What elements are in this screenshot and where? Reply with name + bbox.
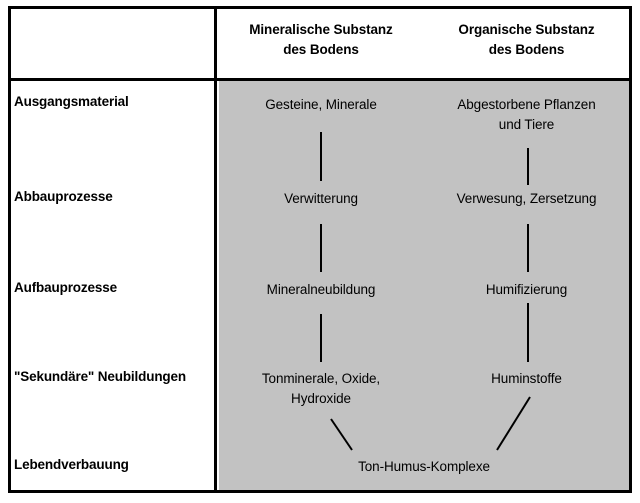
connector-organic-aufbauprozesse-to-sekundaere: [527, 303, 529, 362]
column-header-organic-line2: des Bodens: [488, 41, 565, 57]
cell-organic-ausgangsmaterial: Abgestorbene Pflanzen und Tiere: [424, 95, 629, 136]
column-header-organic-line1: Organische Substanz: [458, 22, 595, 37]
cell-organic-aufbauprozesse: Humifizierung: [485, 282, 568, 297]
cell-mineral-aufbauprozesse: Mineralneubildung: [266, 282, 376, 297]
row-label-ausgangsmaterial: Ausgangsmaterial: [14, 94, 129, 109]
header-separator-rule: [8, 78, 632, 81]
connector-mineral-aufbauprozesse-to-sekundaere: [320, 314, 322, 362]
column-header-organic: Organische Substanz des Bodens: [424, 20, 629, 59]
row-label-abbauprozesse: Abbauprozesse: [14, 189, 113, 204]
cell-mineral-sekundaer-line1: Tonminerale, Oxide,: [261, 371, 381, 386]
column-divider: [214, 6, 217, 493]
connector-mineral-sekundaere-to-lebendverbauung: [330, 418, 353, 451]
column-header-mineral-line2: des Bodens: [283, 41, 359, 57]
cell-organic-ausgangsmaterial-line1: Abgestorbene Pflanzen: [457, 97, 596, 112]
gray-content-panel: [219, 81, 629, 490]
row-label-lebendverbauung: Lebendverbauung: [14, 457, 129, 472]
row-label-sekundaere-neubildungen: "Sekundäre" Neubildungen: [14, 369, 186, 384]
column-header-mineral-line1: Mineralische Substanz: [249, 22, 393, 37]
cell-mineral-ausgangsmaterial: Gesteine, Minerale: [265, 97, 377, 112]
cell-organic-sekundaere-neubildungen: Huminstoffe: [491, 371, 562, 386]
cell-mineral-sekundaere-neubildungen: Tonminerale, Oxide, Hydroxide: [219, 369, 423, 410]
cell-mineral-abbauprozesse: Verwitterung: [284, 191, 358, 206]
cell-organic-abbauprozesse: Verwesung, Zersetzung: [456, 191, 597, 206]
connector-organic-abbauprozesse-to-aufbauprozesse: [527, 224, 529, 272]
connector-mineral-abbauprozesse-to-aufbauprozesse: [320, 224, 322, 272]
connector-organic-sekundaere-to-lebendverbauung: [496, 396, 531, 451]
column-header-mineral: Mineralische Substanz des Bodens: [219, 20, 423, 59]
cell-mineral-sekundaer-line2: Hydroxide: [291, 391, 351, 407]
connector-mineral-ausgangsmaterial-to-abbauprozesse: [320, 132, 322, 181]
row-label-aufbauprozesse: Aufbauprozesse: [14, 280, 117, 295]
connector-organic-ausgangsmaterial-to-abbauprozesse: [527, 148, 529, 185]
cell-organic-ausgangsmaterial-line2: und Tiere: [498, 117, 555, 133]
cell-ton-humus-komplexe: Ton-Humus-Komplexe: [358, 459, 490, 474]
